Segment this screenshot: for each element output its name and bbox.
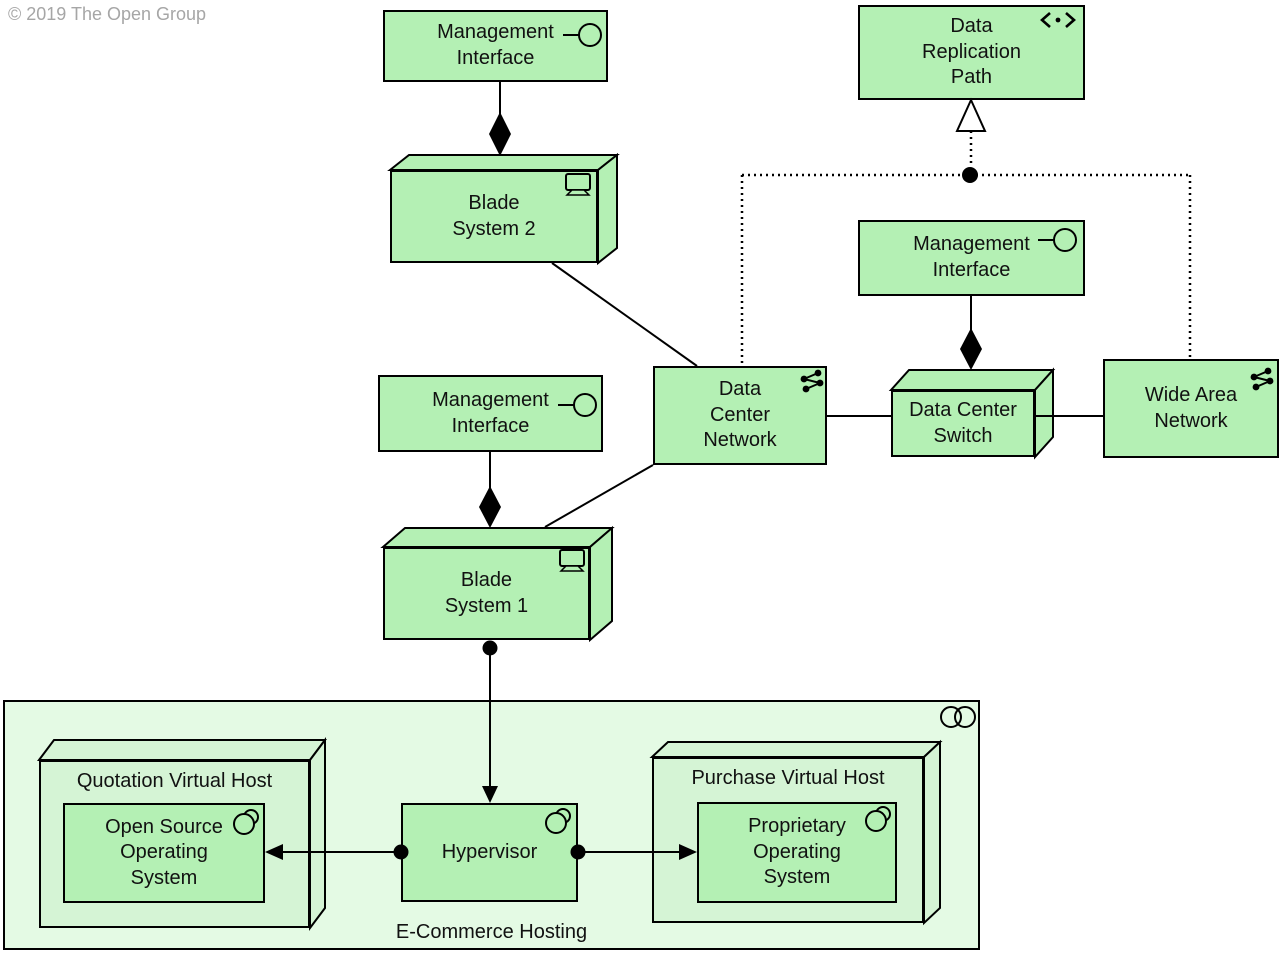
- node-data-replication-path: Data Replication Path: [858, 5, 1085, 100]
- blade-system-2-top: [387, 154, 620, 171]
- node-wide-area-network: Wide Area Network: [1103, 359, 1279, 458]
- node-blade-system-2: Blade System 2: [390, 170, 598, 263]
- node-label: Management Interface: [437, 21, 554, 69]
- realization-arrowhead: [955, 97, 987, 132]
- node-label: Hypervisor: [441, 840, 538, 863]
- node-label: Data Center Switch: [909, 398, 1017, 447]
- association-bs2-dcn: [551, 262, 698, 367]
- node-management-interface-top: Management Interface: [383, 10, 608, 82]
- node-blade-system-1: Blade System 1: [383, 547, 590, 640]
- copyright-text: © 2019 The Open Group: [8, 4, 207, 24]
- data-center-switch-side: [1034, 367, 1054, 460]
- node-proprietary-os: Proprietary Operating System: [697, 802, 897, 903]
- node-management-interface-right: Management Interface: [858, 220, 1085, 296]
- node-label: Open Source Operating System: [105, 815, 223, 889]
- node-label: Management Interface: [913, 233, 1030, 281]
- node-label: Quotation Virtual Host: [76, 770, 273, 792]
- blade-system-2-side: [597, 152, 618, 266]
- data-center-switch-top: [888, 369, 1056, 391]
- node-label: Blade System 2: [452, 191, 536, 240]
- node-label: E-Commerce Hosting: [395, 921, 588, 943]
- composition-mi-top-bs2: [489, 82, 511, 156]
- node-hypervisor: Hypervisor: [401, 803, 578, 902]
- node-label: Purchase Virtual Host: [691, 767, 885, 789]
- node-data-center-switch: Data Center Switch: [891, 390, 1035, 457]
- composition-mi-right-dcs: [960, 296, 982, 370]
- node-label: Management Interface: [432, 388, 549, 437]
- node-data-center-network: Data Center Network: [653, 366, 827, 465]
- association-bs1-dcn: [544, 464, 654, 528]
- node-label: Proprietary Operating System: [748, 815, 846, 889]
- node-label: Data Replication Path: [922, 15, 1021, 89]
- blade-system-1-top: [380, 527, 615, 548]
- blade-system-1-side: [589, 525, 613, 643]
- node-label: Data Center Network: [703, 378, 777, 452]
- node-open-source-os: Open Source Operating System: [63, 803, 265, 903]
- node-label: Blade System 1: [444, 568, 529, 617]
- composition-mi-left-bs1: [479, 452, 501, 528]
- node-management-interface-left: Management Interface: [378, 375, 603, 452]
- node-label: Wide Area Network: [1144, 383, 1238, 432]
- junction-dot: [962, 167, 978, 183]
